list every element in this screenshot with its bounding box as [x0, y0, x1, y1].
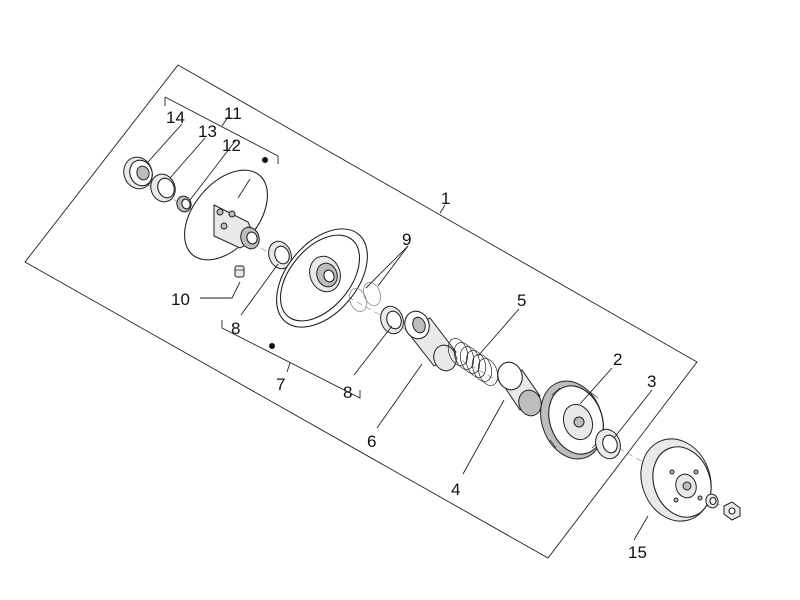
callout-9: 9 [402, 230, 411, 249]
fixed-pulley-half [183, 169, 269, 261]
part-12-bushing [176, 195, 192, 213]
callout-15: 15 [628, 543, 647, 562]
part-9-o-rings [349, 281, 381, 313]
callout-8-left: 8 [231, 319, 240, 338]
end-nut [723, 501, 741, 521]
callout-4: 4 [451, 480, 460, 499]
reference-dot [269, 343, 275, 349]
part-5-spring [447, 338, 499, 386]
callout-12: 12 [222, 136, 241, 155]
part-2-clutch [540, 380, 604, 460]
leader-lines [147, 123, 653, 541]
assembly-1-boundary [24, 64, 698, 559]
part-15-clutch-bell [640, 438, 712, 522]
part-14-bearing [123, 156, 153, 190]
callout-10: 10 [171, 290, 190, 309]
subassembly-7-bracket [221, 320, 361, 399]
movable-pulley-half [276, 228, 368, 328]
callout-1: 1 [441, 189, 450, 208]
part-8-bearing-right [380, 305, 404, 335]
part-6-sleeve [404, 310, 457, 372]
subassembly-11-bracket [164, 96, 279, 164]
callout-11: 11 [224, 104, 242, 123]
end-washer [705, 493, 719, 509]
reference-dot [262, 157, 268, 163]
callout-13: 13 [198, 122, 217, 141]
callout-5: 5 [517, 291, 526, 310]
callout-6: 6 [367, 432, 376, 451]
part-8-bearing-left [268, 240, 292, 270]
callout-7: 7 [276, 375, 285, 394]
callout-2: 2 [613, 350, 622, 369]
part-10-pin [234, 265, 245, 278]
part-3-washer [595, 428, 621, 460]
callout-8-right: 8 [343, 383, 352, 402]
part-13-ring [150, 173, 176, 203]
callout-3: 3 [647, 372, 656, 391]
part-4-cup [497, 361, 542, 417]
callout-14: 14 [166, 108, 185, 127]
